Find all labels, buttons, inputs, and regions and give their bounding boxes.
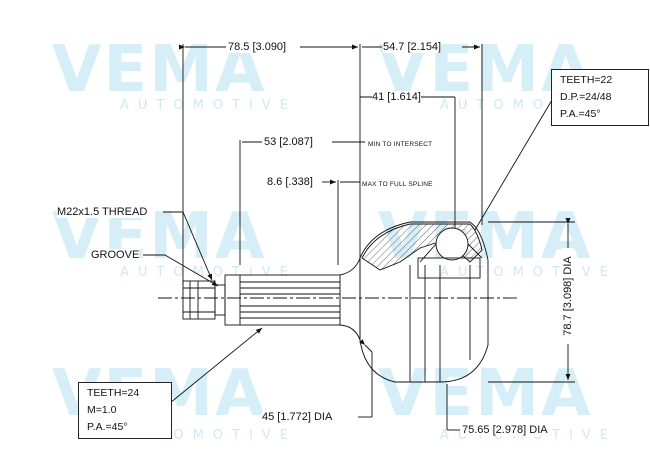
leader-outer-spec — [169, 327, 263, 404]
thread-end — [182, 280, 216, 320]
ball — [435, 227, 469, 261]
inner-teeth: TEETH=22 — [560, 74, 613, 86]
label-groove: GROOVE — [91, 249, 140, 261]
leader-thread — [182, 211, 213, 281]
dim-spline-depth: 41 [1.614] — [372, 91, 421, 103]
bell-body — [359, 221, 489, 383]
note-min-intersect: MIN TO INTERSECT — [368, 141, 433, 148]
dim-outer-dia: 75.65 [2.978] DIA — [462, 424, 548, 436]
label-thread: M22x1.5 THREAD — [57, 206, 148, 218]
note-full-spline: MAX TO FULL SPLINE — [362, 181, 433, 188]
dim-min-intersect: 53 [2.087] — [264, 136, 313, 148]
outer-spline-spec: TEETH=24 M=1.0 P.A.=45° — [78, 382, 172, 439]
spline-section — [224, 274, 341, 326]
dim-neck-dia: 45 [1.772] DIA — [262, 411, 333, 423]
groove — [214, 284, 226, 316]
leader-inner-spec — [474, 99, 553, 231]
inner-pa: P.A.=45° — [560, 108, 601, 120]
dim-inner-dia: 78.7 [3.098] DIA — [562, 248, 574, 344]
inner-spline-spec: TEETH=22 D.P.=24/48 P.A.=45° — [551, 69, 649, 126]
outer-pa: P.A.=45° — [87, 421, 128, 433]
dim-full-spline: 8.6 [.338] — [267, 176, 313, 188]
neck — [339, 257, 361, 341]
leader-groove — [164, 254, 219, 287]
outer-module: M=1.0 — [87, 404, 117, 416]
dim-body-length: 54.7 [2.154] — [383, 41, 442, 53]
outer-teeth: TEETH=24 — [87, 387, 140, 399]
dim-overall-length: 78.5 [3.090] — [228, 41, 287, 53]
inner-dp: D.P.=24/48 — [560, 91, 612, 103]
